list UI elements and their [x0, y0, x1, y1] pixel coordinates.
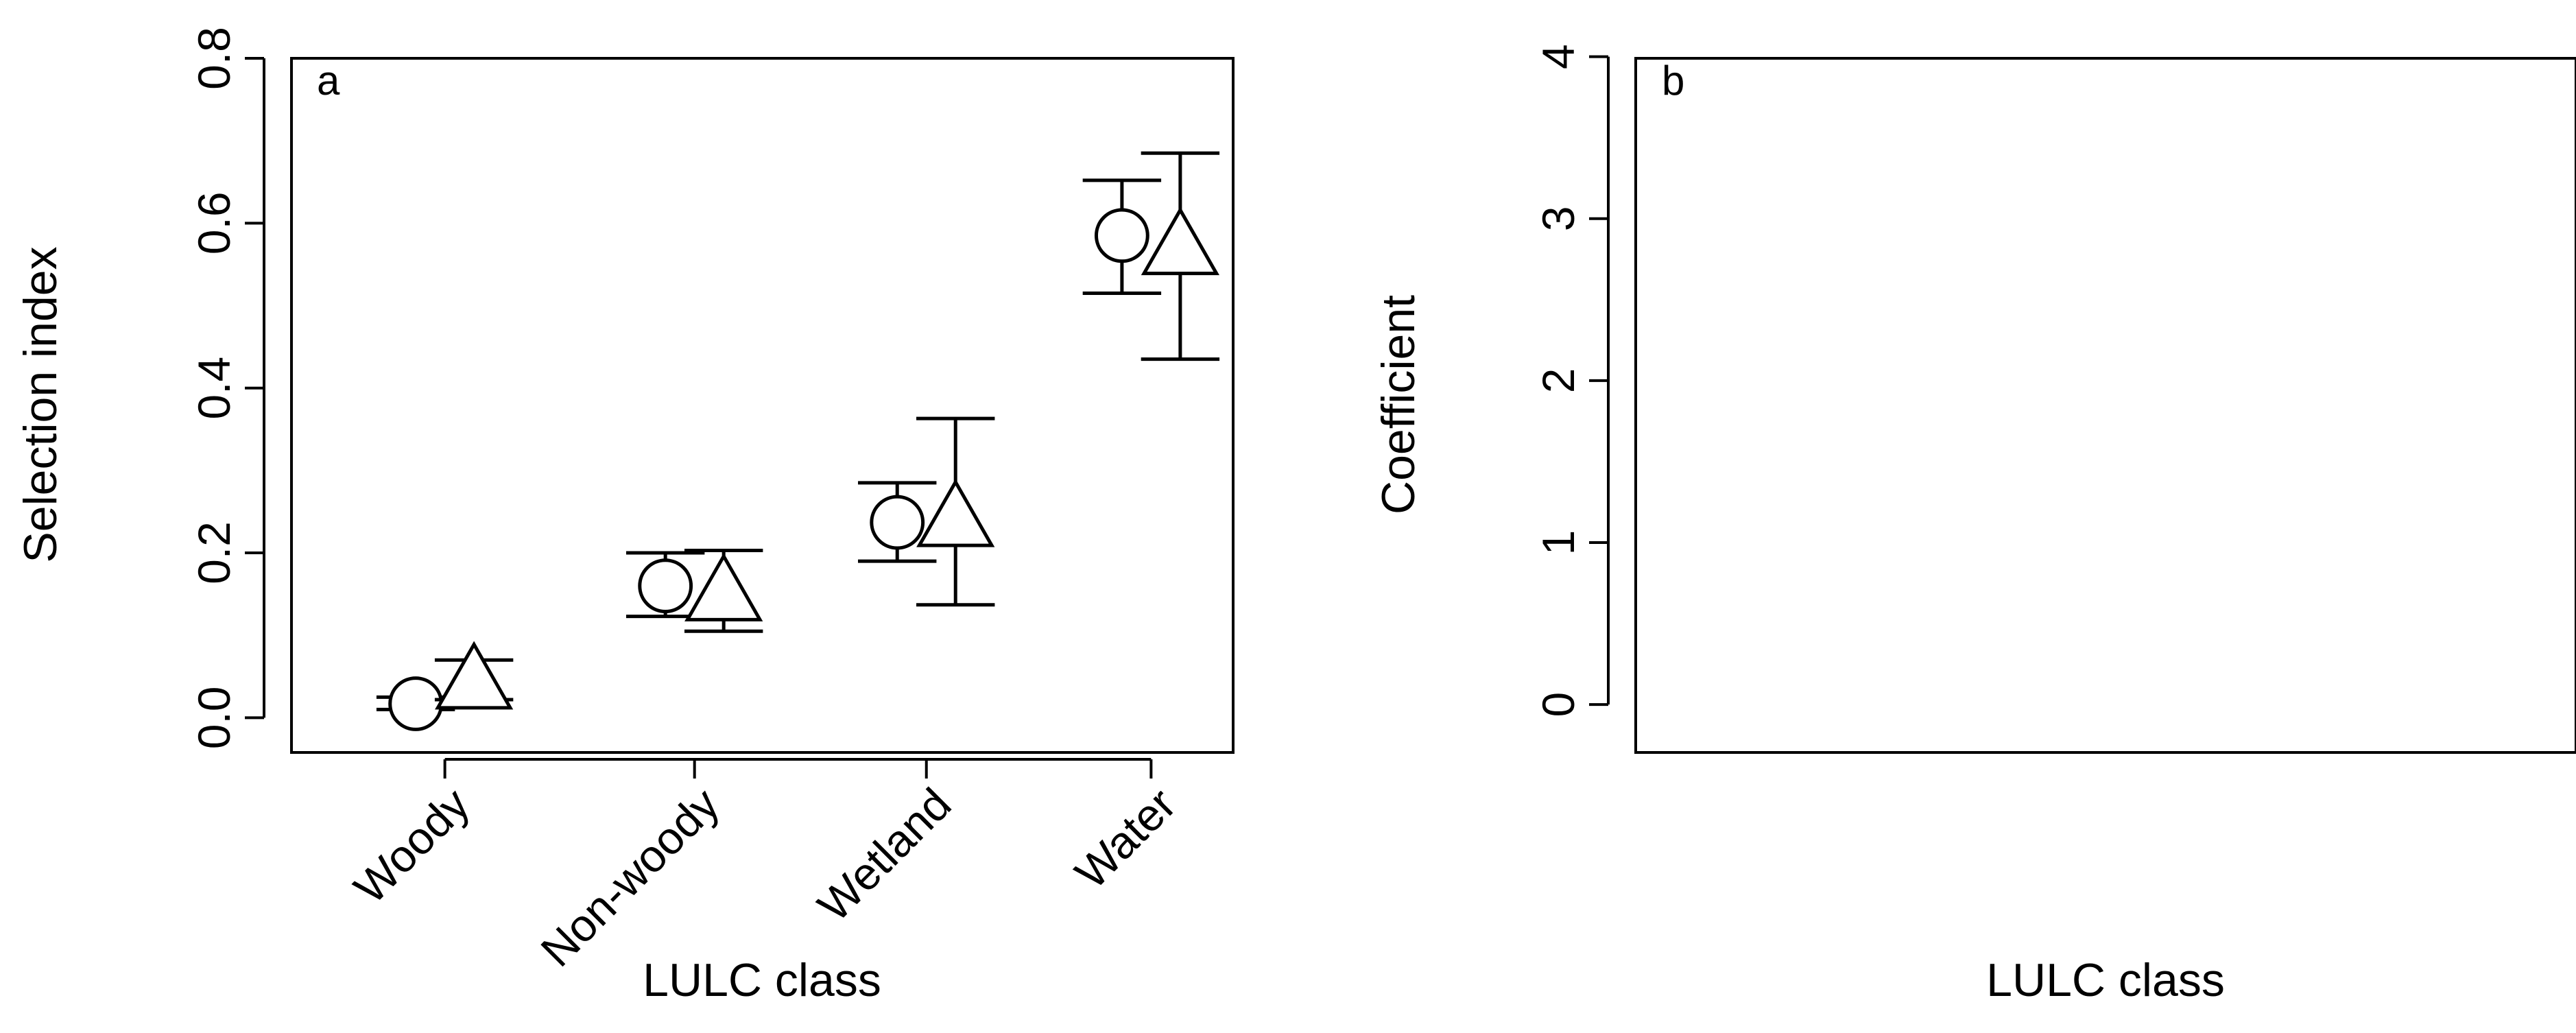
panel-label-a: a	[317, 58, 340, 104]
y-axis-label-a: Selection index	[14, 246, 67, 562]
y-tick-label: 0.6	[189, 191, 239, 254]
y-tick-label: 0.8	[189, 27, 239, 90]
marks-a	[376, 151, 1220, 731]
y-axis-b: 0 1 2 3 4	[1533, 44, 1610, 717]
y-tick-label: 0.4	[189, 357, 239, 420]
y-tick-label: 2	[1533, 368, 1584, 393]
point-triangle	[1141, 206, 1219, 276]
x-axis-label-a: LULC class	[643, 954, 881, 1006]
y-tick-label: 0	[1533, 692, 1584, 717]
y-axis-label-b: Coefficient	[1372, 295, 1424, 514]
panel-label-b: b	[1662, 58, 1684, 104]
y-tick-label: 0.0	[189, 687, 239, 750]
y-tick-label: 1	[1533, 530, 1584, 556]
x-tick-label: Non-woody	[531, 779, 728, 976]
plot-frame-a	[290, 57, 1235, 754]
point-circle	[870, 495, 925, 550]
point-triangle	[435, 641, 514, 710]
x-axis-label-b: LULC class	[1986, 954, 2225, 1006]
x-axis-a: Woody Non-woody Wetland Water	[344, 758, 1185, 976]
panel-a: 0.0 0.2 0.4 0.6 0.8 Woody Non-woody Wetland Wat…	[14, 27, 1235, 1006]
point-triangle	[916, 478, 995, 547]
y-tick-label: 4	[1533, 44, 1584, 69]
y-axis-a: 0.0 0.2 0.4 0.6 0.8	[189, 27, 265, 750]
y-tick-label: 3	[1533, 206, 1584, 231]
y-tick-label: 0.2	[189, 521, 239, 584]
point-circle	[638, 558, 693, 614]
x-tick-label: Water	[1065, 779, 1185, 899]
point-triangle	[684, 552, 763, 621]
x-tick-label: Wetland	[808, 779, 961, 931]
plot-frame-b	[1634, 57, 2576, 754]
point-circle	[1094, 208, 1149, 263]
point-circle	[388, 676, 444, 731]
x-tick-label: Woody	[344, 779, 479, 914]
